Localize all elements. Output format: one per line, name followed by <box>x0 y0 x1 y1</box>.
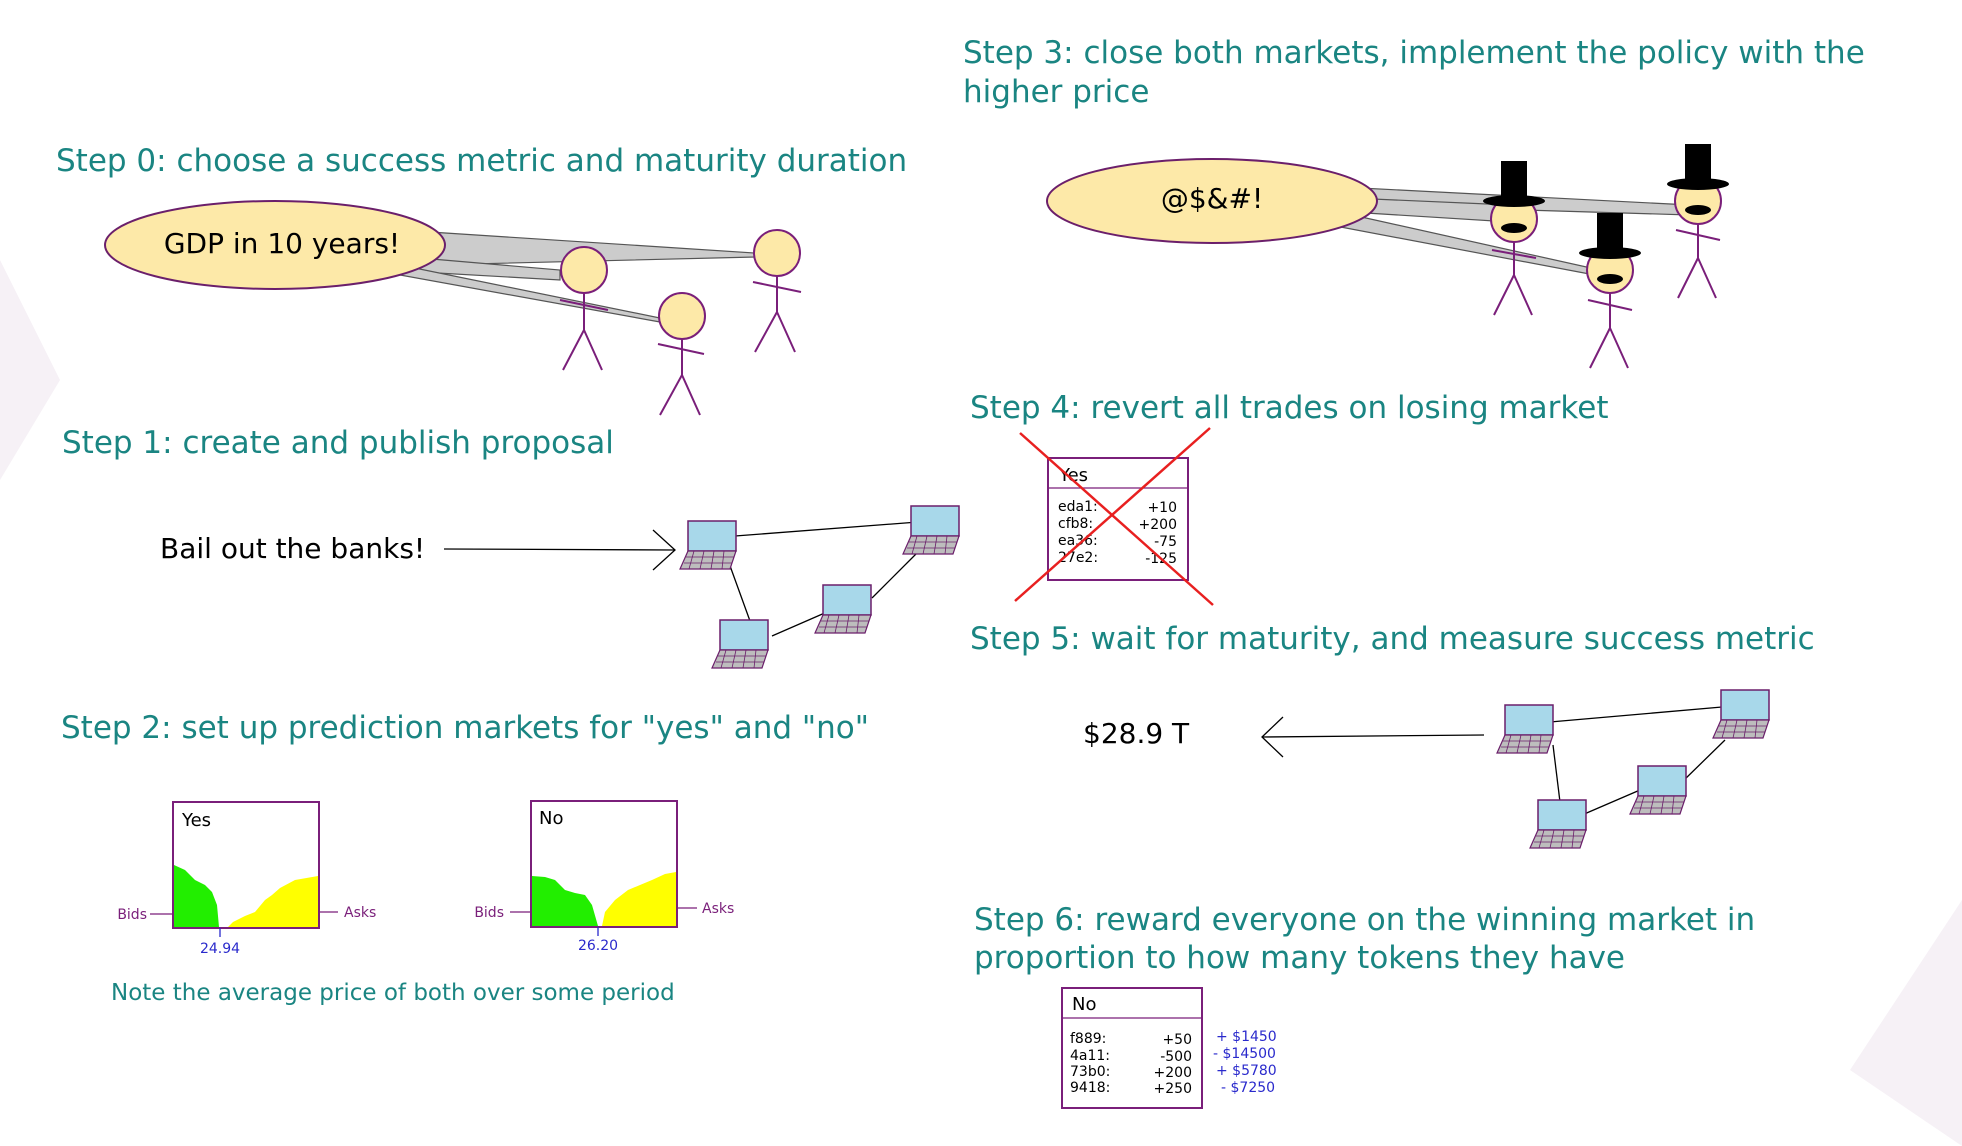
step3-illustration: @$&#! <box>1046 144 1729 369</box>
trade-id: eda1: <box>1058 499 1098 515</box>
cross-out-mark <box>1014 427 1214 606</box>
step1-heading: Step 1: create and publish proposal <box>62 425 614 461</box>
stick-figure <box>657 292 706 416</box>
stick-figure <box>752 229 802 353</box>
step6-heading-line1: Step 6: reward everyone on the winning m… <box>974 902 1755 938</box>
yes-bids-area <box>174 865 219 927</box>
yes-bids-label: Bids <box>117 907 147 923</box>
no-asks-area <box>602 872 676 926</box>
reward-amount: - $7250 <box>1221 1080 1275 1096</box>
speech-bubble <box>1046 158 1378 244</box>
yes-price-label: 24.94 <box>200 941 240 957</box>
background-decor-right <box>1850 900 1962 1146</box>
speech-beam <box>1329 209 1601 277</box>
trade-id: cfb8: <box>1058 516 1093 532</box>
average-price-note: Note the average price of both over some… <box>111 980 675 1006</box>
curse-bubble-text: @$&#! <box>1161 182 1263 215</box>
winning-market-panel: No f889: +50 4a11: -500 73b0: +200 9418:… <box>1061 987 1203 1109</box>
step0-heading: Step 0: choose a success metric and matu… <box>56 143 907 179</box>
token-amount: +50 <box>1162 1032 1192 1048</box>
reward-list: + $1450 - $14500 + $5780 - $7250 <box>1213 1029 1277 1096</box>
token-amount: +200 <box>1154 1065 1192 1081</box>
no-market-title: No <box>539 808 563 829</box>
proposal-arrow <box>443 529 676 571</box>
token-amount: -500 <box>1160 1049 1192 1065</box>
no-bids-label: Bids <box>474 905 504 921</box>
laptop-node <box>711 619 769 669</box>
stick-figure-with-hat <box>1579 213 1641 369</box>
no-market-chart: No Bids Asks 26.20 <box>474 800 734 954</box>
step3-heading-line1: Step 3: close both markets, implement th… <box>963 35 1865 71</box>
no-asks-label: Asks <box>702 901 734 917</box>
proposal-text: Bail out the banks! <box>160 532 425 565</box>
no-price-label: 26.20 <box>578 938 618 954</box>
trade-amount: +200 <box>1139 517 1177 533</box>
measurement-arrow <box>1261 716 1485 758</box>
yes-asks-area <box>228 876 318 927</box>
trader-id: 73b0: <box>1070 1064 1110 1080</box>
network-step1 <box>679 505 960 669</box>
stick-figure-with-hat <box>1667 144 1729 299</box>
trader-id: 4a11: <box>1070 1048 1110 1064</box>
trader-id: f889: <box>1070 1031 1106 1047</box>
stick-figure-with-hat <box>1483 161 1545 316</box>
laptop-node <box>902 505 960 555</box>
trade-amount: +10 <box>1147 500 1177 516</box>
step3-heading-line2: higher price <box>963 74 1149 110</box>
step6-heading-line2: proportion to how many tokens they have <box>974 940 1625 976</box>
token-amount: +250 <box>1154 1081 1192 1097</box>
reward-amount: - $14500 <box>1213 1046 1276 1062</box>
network-step5 <box>1496 689 1770 849</box>
speech-bubble <box>104 200 446 290</box>
metric-bubble-text: GDP in 10 years! <box>164 227 400 260</box>
measured-value: $28.9 T <box>1083 717 1190 750</box>
yes-market-chart: Yes Bids Asks 24.94 <box>117 801 376 957</box>
laptop-node <box>1629 765 1687 815</box>
stick-figure <box>559 246 609 371</box>
laptop-node <box>1712 689 1770 739</box>
yes-market-title: Yes <box>181 810 211 831</box>
laptop-node <box>814 584 872 634</box>
trader-id: 9418: <box>1070 1080 1110 1096</box>
step2-heading: Step 2: set up prediction markets for "y… <box>61 710 869 746</box>
laptop-node <box>1529 799 1587 849</box>
yes-asks-label: Asks <box>344 905 376 921</box>
step4-heading: Step 4: revert all trades on losing mark… <box>970 390 1609 426</box>
reward-amount: + $1450 <box>1216 1029 1277 1045</box>
winning-market-title: No <box>1072 994 1096 1015</box>
winning-market-frame <box>1061 987 1203 1109</box>
no-bids-area <box>532 876 598 926</box>
trade-amount: -75 <box>1154 534 1177 550</box>
reverted-market-title: Yes <box>1058 465 1088 486</box>
reverted-market-panel: Yes eda1: +10 cfb8: +200 ea36: -75 27e2:… <box>1014 427 1214 606</box>
background-decor-left <box>0 260 60 480</box>
step0-illustration: GDP in 10 years! <box>104 200 802 416</box>
laptop-node <box>1496 704 1554 754</box>
reward-amount: + $5780 <box>1216 1063 1277 1079</box>
step5-heading: Step 5: wait for maturity, and measure s… <box>970 621 1815 657</box>
laptop-node <box>679 520 737 570</box>
